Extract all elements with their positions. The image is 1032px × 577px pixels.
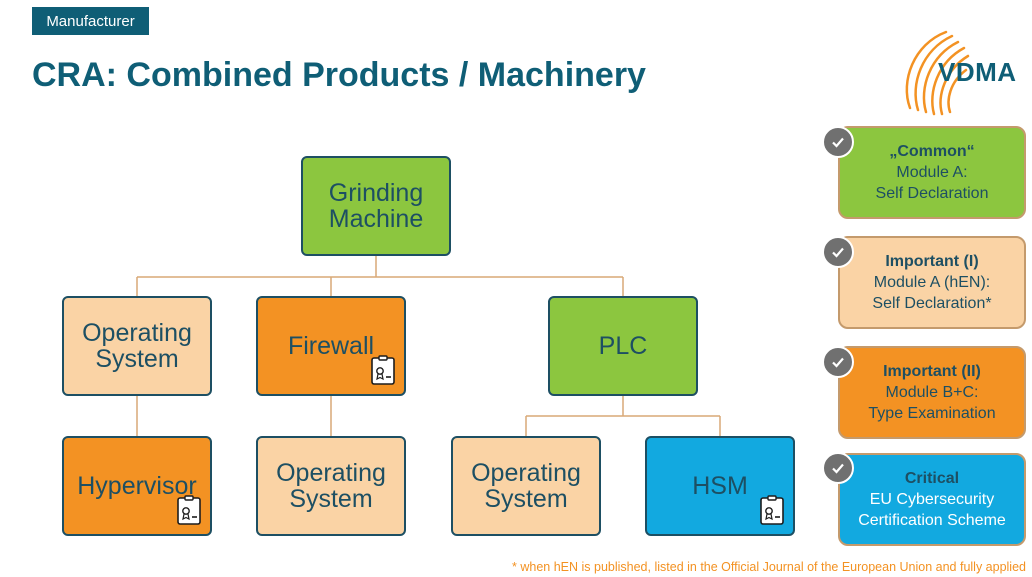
node-label: PLC	[598, 332, 648, 360]
check-icon	[822, 126, 854, 158]
check-icon	[822, 236, 854, 268]
node-label: Operating System	[82, 319, 192, 373]
node-plc: PLC	[548, 296, 698, 396]
legend-line: Self Declaration	[875, 185, 989, 202]
legend-title: Important (I)	[885, 253, 979, 270]
legend-line: Module B+C:	[885, 384, 979, 401]
check-icon	[822, 346, 854, 378]
footnote: * when hEN is published, listed in the O…	[512, 560, 1026, 574]
certificate-icon	[177, 495, 201, 525]
node-operating-system-left: Operating System	[62, 296, 212, 396]
legend-common: „Common“ Module A: Self Declaration	[838, 126, 1026, 219]
vdma-logo-text: VDMA	[938, 57, 1017, 87]
node-label: Hypervisor	[77, 472, 197, 500]
node-label: Grinding Machine	[328, 179, 424, 233]
legend-line: Self Declaration*	[872, 295, 992, 312]
manufacturer-tag: Manufacturer	[32, 7, 149, 35]
vdma-logo-icon	[905, 30, 970, 116]
node-firewall: Firewall	[256, 296, 406, 396]
certificate-icon	[760, 495, 784, 525]
node-label: Operating System	[276, 459, 386, 513]
legend-line: Certification Scheme	[858, 512, 1006, 529]
node-grinding-machine: Grinding Machine	[301, 156, 451, 256]
legend-line: Module A:	[896, 164, 968, 181]
legend-title: Important (II)	[883, 363, 981, 380]
legend-title: „Common“	[889, 143, 975, 160]
legend-title: Critical	[904, 470, 960, 487]
legend-line: Module A (hEN):	[873, 274, 991, 291]
check-icon	[822, 452, 854, 484]
legend-important-2: Important (II) Module B+C: Type Examinat…	[838, 346, 1026, 439]
node-operating-system-plc: Operating System	[451, 436, 601, 536]
node-hsm: HSM	[645, 436, 795, 536]
node-label: Firewall	[287, 332, 375, 360]
legend-line: EU Cybersecurity	[869, 491, 995, 508]
node-label: Operating System	[471, 459, 581, 513]
node-operating-system-firewall: Operating System	[256, 436, 406, 536]
certificate-icon	[371, 355, 395, 385]
legend-critical: Critical EU Cybersecurity Certification …	[838, 453, 1026, 546]
page-title: CRA: Combined Products / Machinery	[32, 56, 646, 94]
node-hypervisor: Hypervisor	[62, 436, 212, 536]
node-label: HSM	[692, 472, 748, 500]
legend-line: Type Examination	[868, 405, 996, 422]
legend-important-1: Important (I) Module A (hEN): Self Decla…	[838, 236, 1026, 329]
